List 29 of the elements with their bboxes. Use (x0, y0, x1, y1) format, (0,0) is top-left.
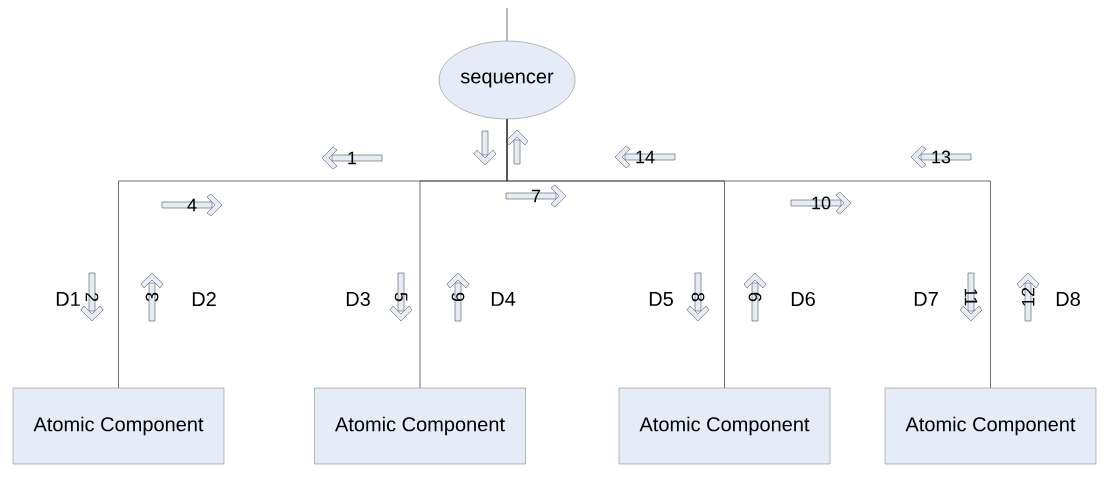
arrow-number: 12 (1021, 287, 1035, 306)
arrow-number: 4 (187, 198, 197, 212)
connector-line (506, 7, 508, 42)
connector-line (506, 118, 991, 389)
arrow-number: 6 (451, 292, 465, 302)
arrow-number: 7 (531, 189, 541, 203)
data-label: D3 (346, 291, 370, 307)
component-box: Atomic Component (884, 387, 1097, 465)
component-box: Atomic Component (12, 387, 225, 465)
arrow-number: 13 (932, 150, 951, 164)
arrow-number: 3 (145, 292, 159, 302)
arrow-number: 14 (636, 150, 655, 164)
data-label: D4 (491, 292, 516, 306)
arrow-number: 11 (964, 289, 978, 306)
data-label: D7 (914, 292, 938, 306)
data-label: D2 (192, 292, 216, 306)
component-box: Atomic Component (314, 387, 526, 465)
arrow-number: 9 (748, 292, 762, 302)
arrow-number: 1 (348, 151, 357, 165)
data-label: D6 (791, 291, 815, 307)
arrow-number: 10 (812, 196, 831, 210)
ellipse-node: sequencer (438, 40, 576, 120)
data-label: D8 (1056, 291, 1080, 307)
arrow-number: 8 (691, 292, 705, 302)
arrow-number: 5 (394, 292, 408, 302)
component-box: Atomic Component (618, 387, 831, 465)
data-label: D1 (56, 292, 80, 306)
arrow-number: 2 (85, 292, 99, 302)
data-label: D5 (649, 292, 673, 306)
